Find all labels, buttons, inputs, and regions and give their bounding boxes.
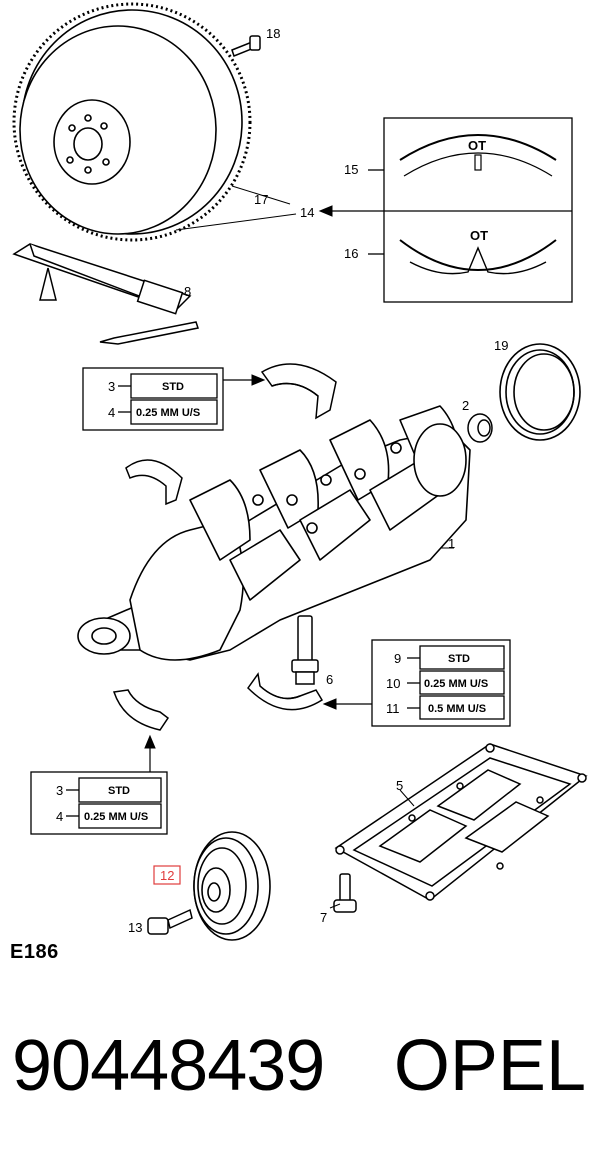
leader-14 xyxy=(175,213,297,231)
timing-mark-box xyxy=(368,117,573,303)
gasket-bolt xyxy=(333,873,357,913)
crankshaft-pulley xyxy=(193,831,271,941)
brand-name: OPEL xyxy=(393,1026,586,1106)
bearing-std-upper: STD xyxy=(162,381,184,393)
callout-8[interactable]: 8 xyxy=(184,284,191,299)
callout-12[interactable]: 12 xyxy=(160,868,174,883)
leader-17 xyxy=(231,185,291,205)
sealant-tube xyxy=(12,243,199,345)
bearing-undersize2-right: 0.5 MM U/S xyxy=(428,703,486,715)
callout-18[interactable]: 18 xyxy=(266,26,280,41)
flywheel-bolt xyxy=(231,35,261,57)
callout-11[interactable]: 11 xyxy=(386,701,400,716)
callout-17[interactable]: 17 xyxy=(254,192,268,207)
main-bearing-cap-bolt xyxy=(291,615,319,685)
pilot-bearing xyxy=(467,413,493,443)
bearing-undersize-lower: 0.25 MM U/S xyxy=(84,811,148,823)
bearing-std-right: STD xyxy=(448,653,470,665)
lower-main-bearing-shell xyxy=(247,672,324,711)
arrow-right-bearing xyxy=(322,698,372,710)
crankshaft-rear-seal xyxy=(499,343,581,441)
pulley-bolt xyxy=(147,908,193,935)
callout-13[interactable]: 13 xyxy=(128,920,142,935)
callout-4-lower[interactable]: 4 xyxy=(56,809,63,824)
callout-10[interactable]: 10 xyxy=(386,676,400,691)
callout-9[interactable]: 9 xyxy=(394,651,401,666)
bearing-box-lower xyxy=(30,771,168,835)
timing-mark-ot-bottom: OT xyxy=(470,228,488,243)
upper-main-bearing-shell xyxy=(260,363,337,420)
part-number: 90448439 xyxy=(12,1026,325,1106)
thrust-bearing-shell-lower xyxy=(113,689,170,731)
leader-7 xyxy=(329,903,341,909)
bearing-undersize1-right: 0.25 MM U/S xyxy=(424,678,488,690)
callout-16[interactable]: 16 xyxy=(344,246,358,261)
bearing-box-right xyxy=(371,639,511,727)
oil-pan-gasket xyxy=(334,743,588,901)
arrow-lower-bearing xyxy=(144,734,156,772)
callout-3-lower[interactable]: 3 xyxy=(56,783,63,798)
timing-mark-ot-top: OT xyxy=(468,138,486,153)
callout-3[interactable]: 3 xyxy=(108,379,115,394)
callout-4[interactable]: 4 xyxy=(108,405,115,420)
arrow-to-timing-box xyxy=(318,205,384,217)
callout-2[interactable]: 2 xyxy=(462,398,469,413)
bearing-box-upper xyxy=(82,367,224,431)
thrust-bearing-shell-upper xyxy=(125,459,183,506)
callout-14[interactable]: 14 xyxy=(300,205,314,220)
callout-1[interactable]: 1 xyxy=(448,536,455,551)
diagram-code: E186 xyxy=(10,941,59,963)
arrow-upper-bearing xyxy=(223,374,266,386)
callout-6[interactable]: 6 xyxy=(326,672,333,687)
leader-5 xyxy=(399,789,415,807)
bearing-undersize-upper: 0.25 MM U/S xyxy=(136,407,200,419)
highlighted-callout-box xyxy=(153,865,181,885)
callout-15[interactable]: 15 xyxy=(344,162,358,177)
callout-19[interactable]: 19 xyxy=(494,338,508,353)
callout-7[interactable]: 7 xyxy=(320,910,327,925)
callout-5[interactable]: 5 xyxy=(396,778,403,793)
flywheel xyxy=(12,2,252,242)
crankshaft xyxy=(77,405,471,661)
bearing-std-lower: STD xyxy=(108,785,130,797)
